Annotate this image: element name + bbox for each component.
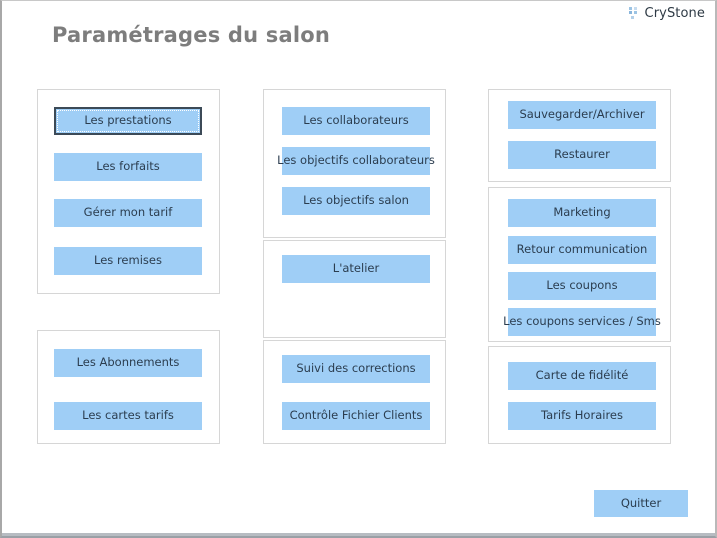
retour-communication-button[interactable]: Retour communication [508,236,656,264]
crystone-dots-logo-icon [628,6,641,20]
les-objectifs-collaborateurs-button[interactable]: Les objectifs collaborateurs [277,147,435,175]
restaurer-button[interactable]: Restaurer [508,141,656,169]
les-prestations-button[interactable]: Les prestations [54,107,202,135]
les-remises-button[interactable]: Les remises [54,247,202,275]
les-abonnements-button[interactable]: Les Abonnements [54,349,202,377]
les-coupons-button[interactable]: Les coupons [508,272,656,300]
gerer-mon-tarif-button[interactable]: Gérer mon tarif [54,199,202,227]
marketing-button[interactable]: Marketing [508,199,656,227]
brand-name: CryStone [644,5,705,21]
window-bottom-scrollbar[interactable] [2,533,715,536]
page-title: Paramétrages du salon [52,23,331,47]
les-cartes-tarifs-button[interactable]: Les cartes tarifs [54,402,202,430]
les-collaborateurs-button[interactable]: Les collaborateurs [282,107,430,135]
sauvegarder-archiver-button[interactable]: Sauvegarder/Archiver [508,101,656,129]
les-forfaits-button[interactable]: Les forfaits [54,153,202,181]
quitter-button[interactable]: Quitter [594,490,688,517]
tarifs-horaires-button[interactable]: Tarifs Horaires [508,402,656,430]
brand-logo: CryStone [628,4,705,22]
latelier-button[interactable]: L'atelier [282,255,430,283]
suivi-des-corrections-button[interactable]: Suivi des corrections [282,355,430,383]
les-coupons-services-sms-button[interactable]: Les coupons services / Sms [503,308,661,336]
carte-de-fidelite-button[interactable]: Carte de fidélité [508,362,656,390]
controle-fichier-clients-button[interactable]: Contrôle Fichier Clients [282,402,430,430]
les-objectifs-salon-button[interactable]: Les objectifs salon [282,187,430,215]
